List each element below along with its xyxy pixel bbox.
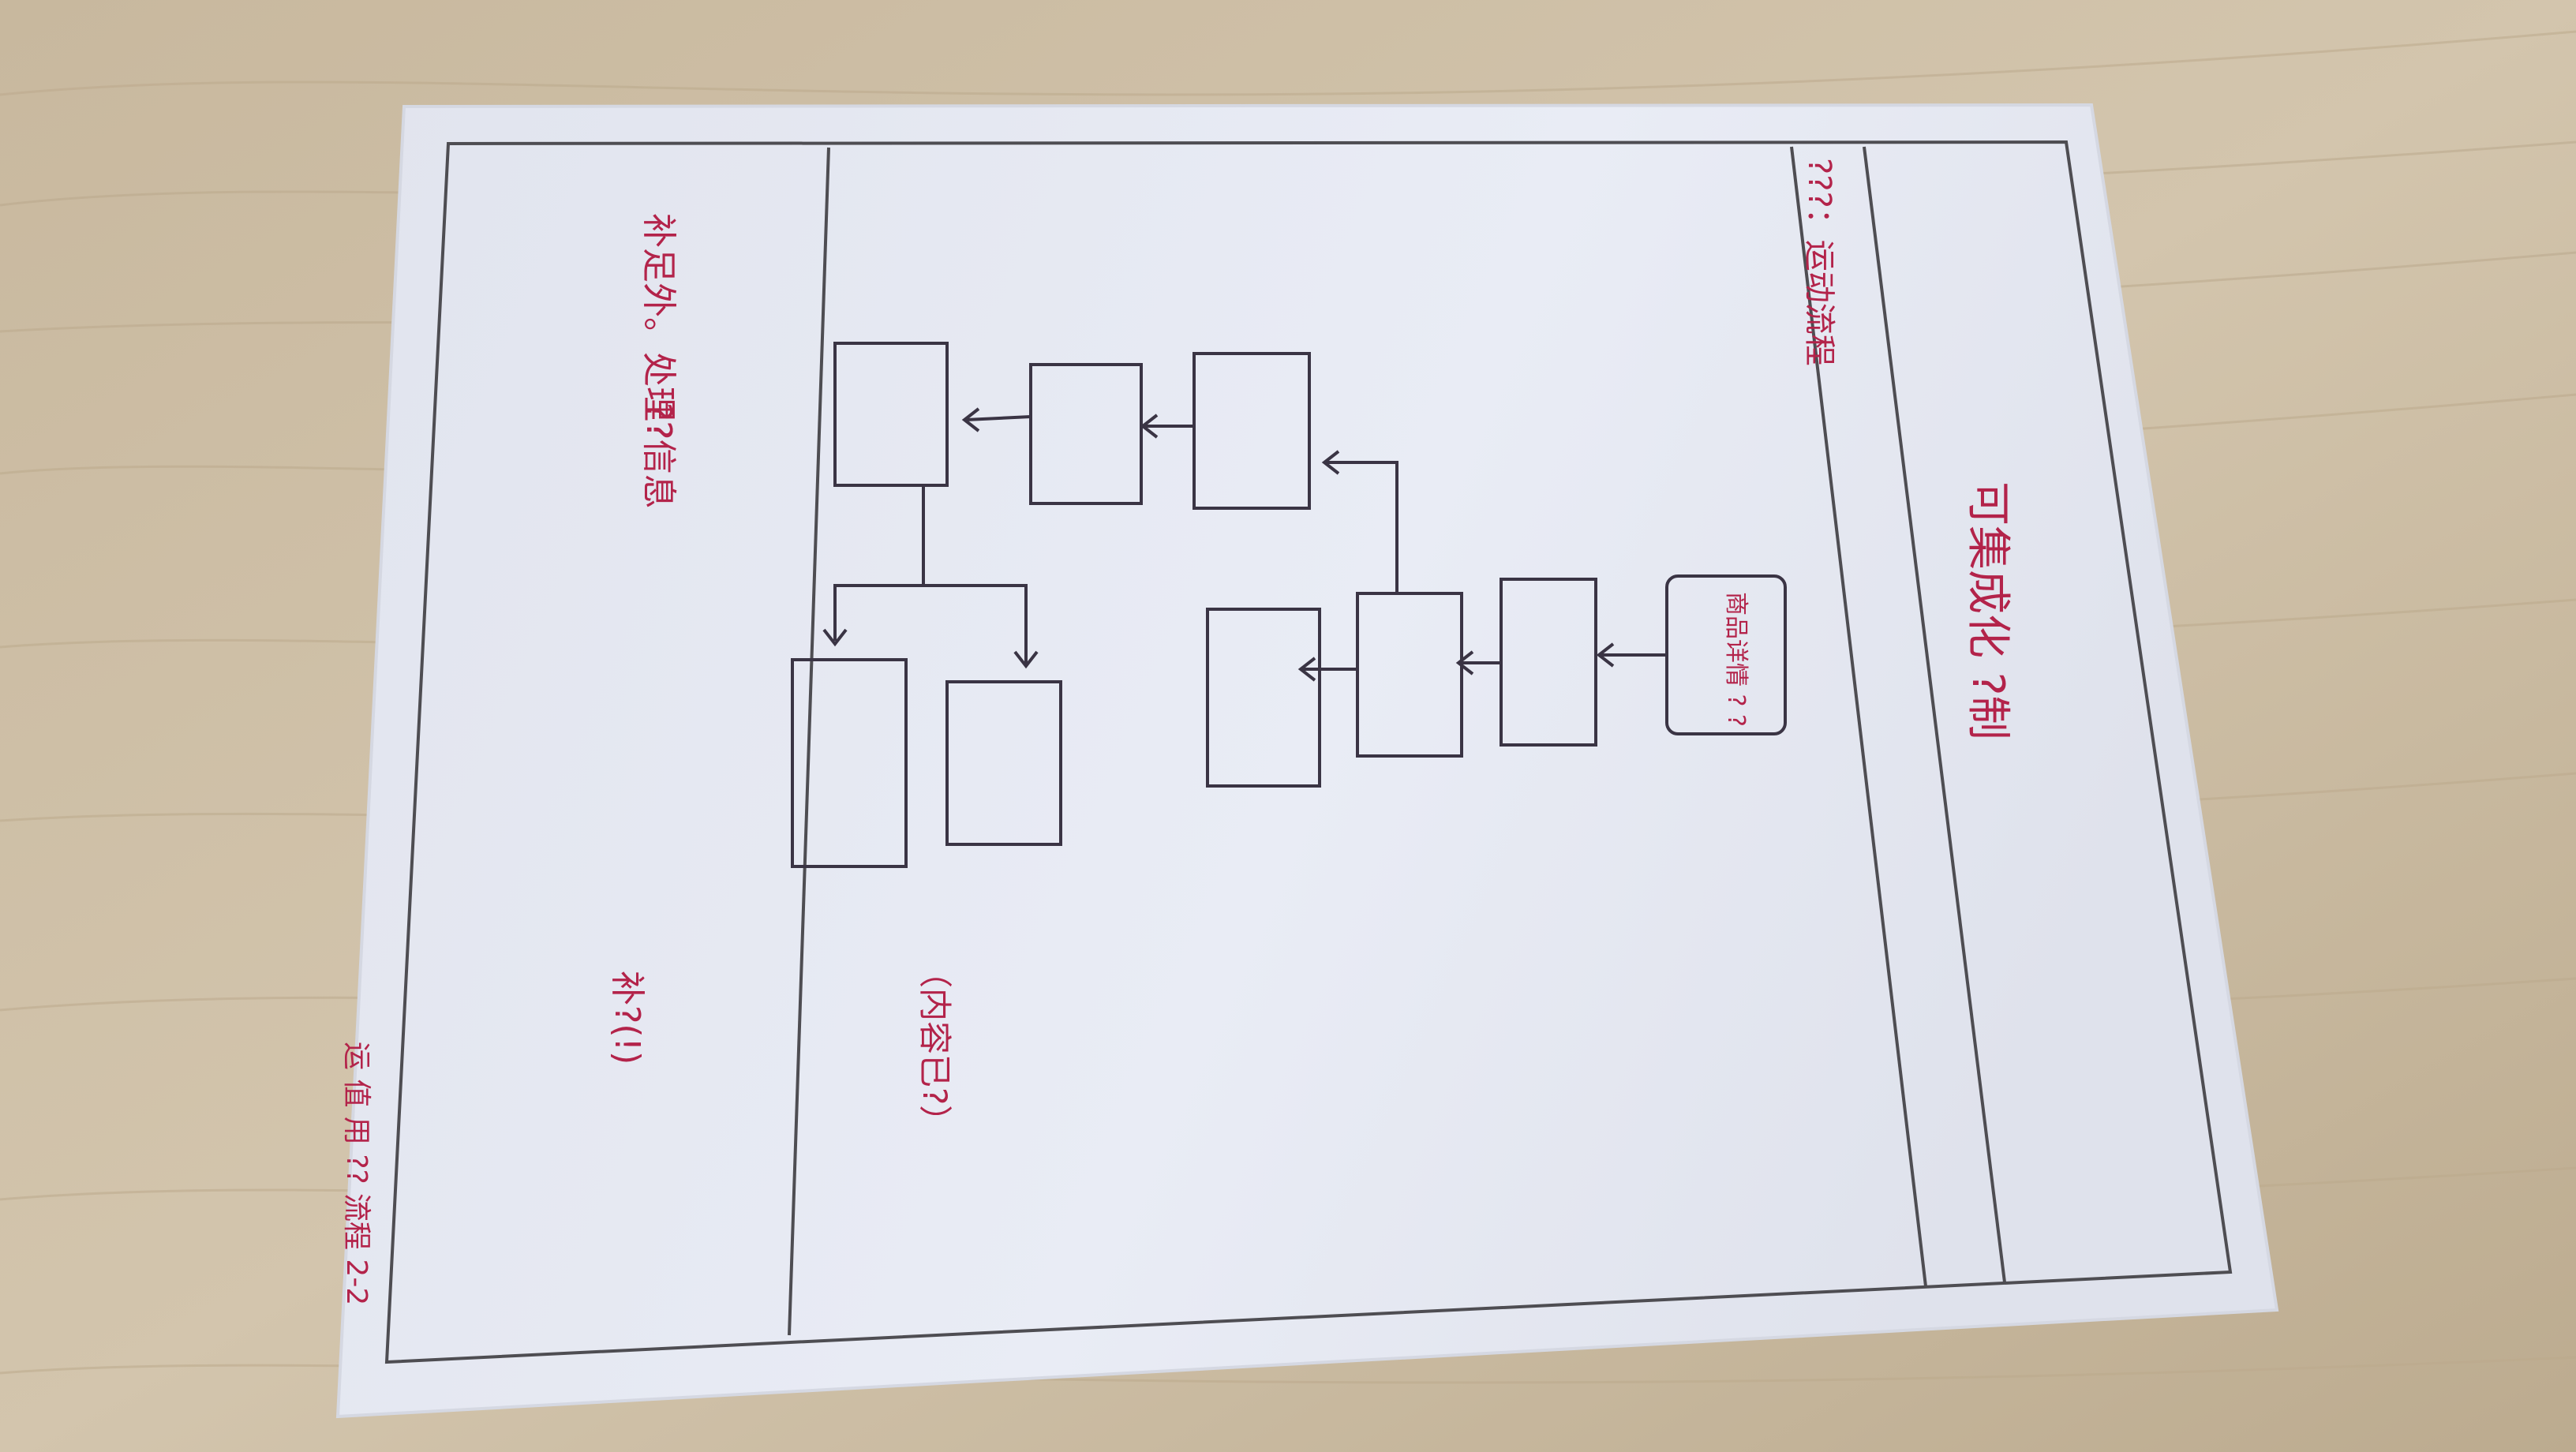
arrowhead (1013, 650, 1039, 669)
divider-left-panel (788, 147, 830, 1336)
flowchart (791, 342, 1787, 868)
note-top: 补足外。处理? (638, 213, 679, 440)
arrowhead (1321, 450, 1340, 475)
arrowhead (961, 407, 980, 432)
sheet-title: 可集成化 ?制 (1962, 481, 2013, 740)
paper-sheet (335, 103, 2279, 1419)
outer-border (384, 140, 2233, 1364)
pencil-frame (384, 140, 2233, 1364)
arrowhead (1297, 657, 1316, 682)
divider-title-band (1863, 146, 2006, 1283)
arrowhead (1596, 642, 1615, 668)
flow-box (1193, 352, 1311, 510)
divider-requirements (1790, 146, 1927, 1287)
flow-box (791, 658, 908, 868)
flow-box (833, 342, 949, 487)
connector-split (833, 485, 1028, 664)
arrowhead (1455, 650, 1474, 675)
note-mid: ??信息 (638, 402, 679, 509)
arrowhead (1140, 414, 1159, 439)
connector-arrow (965, 415, 1032, 421)
margin-label: 运 值 用 ?? 流程 2-2 (340, 1042, 373, 1305)
start-box-label: 商品详情 ? ? (1722, 592, 1750, 727)
note-left: 补?(!) (607, 971, 647, 1065)
flow-box (1356, 592, 1463, 758)
flow-box (1206, 608, 1321, 788)
requirements-heading: ???：运动流程 (1801, 158, 1837, 366)
note-under-diagram: （内容已?） (915, 955, 954, 1138)
flow-box (945, 680, 1062, 846)
flow-box (1029, 363, 1143, 505)
connector-up (1326, 461, 1398, 593)
arrowhead (822, 628, 848, 647)
